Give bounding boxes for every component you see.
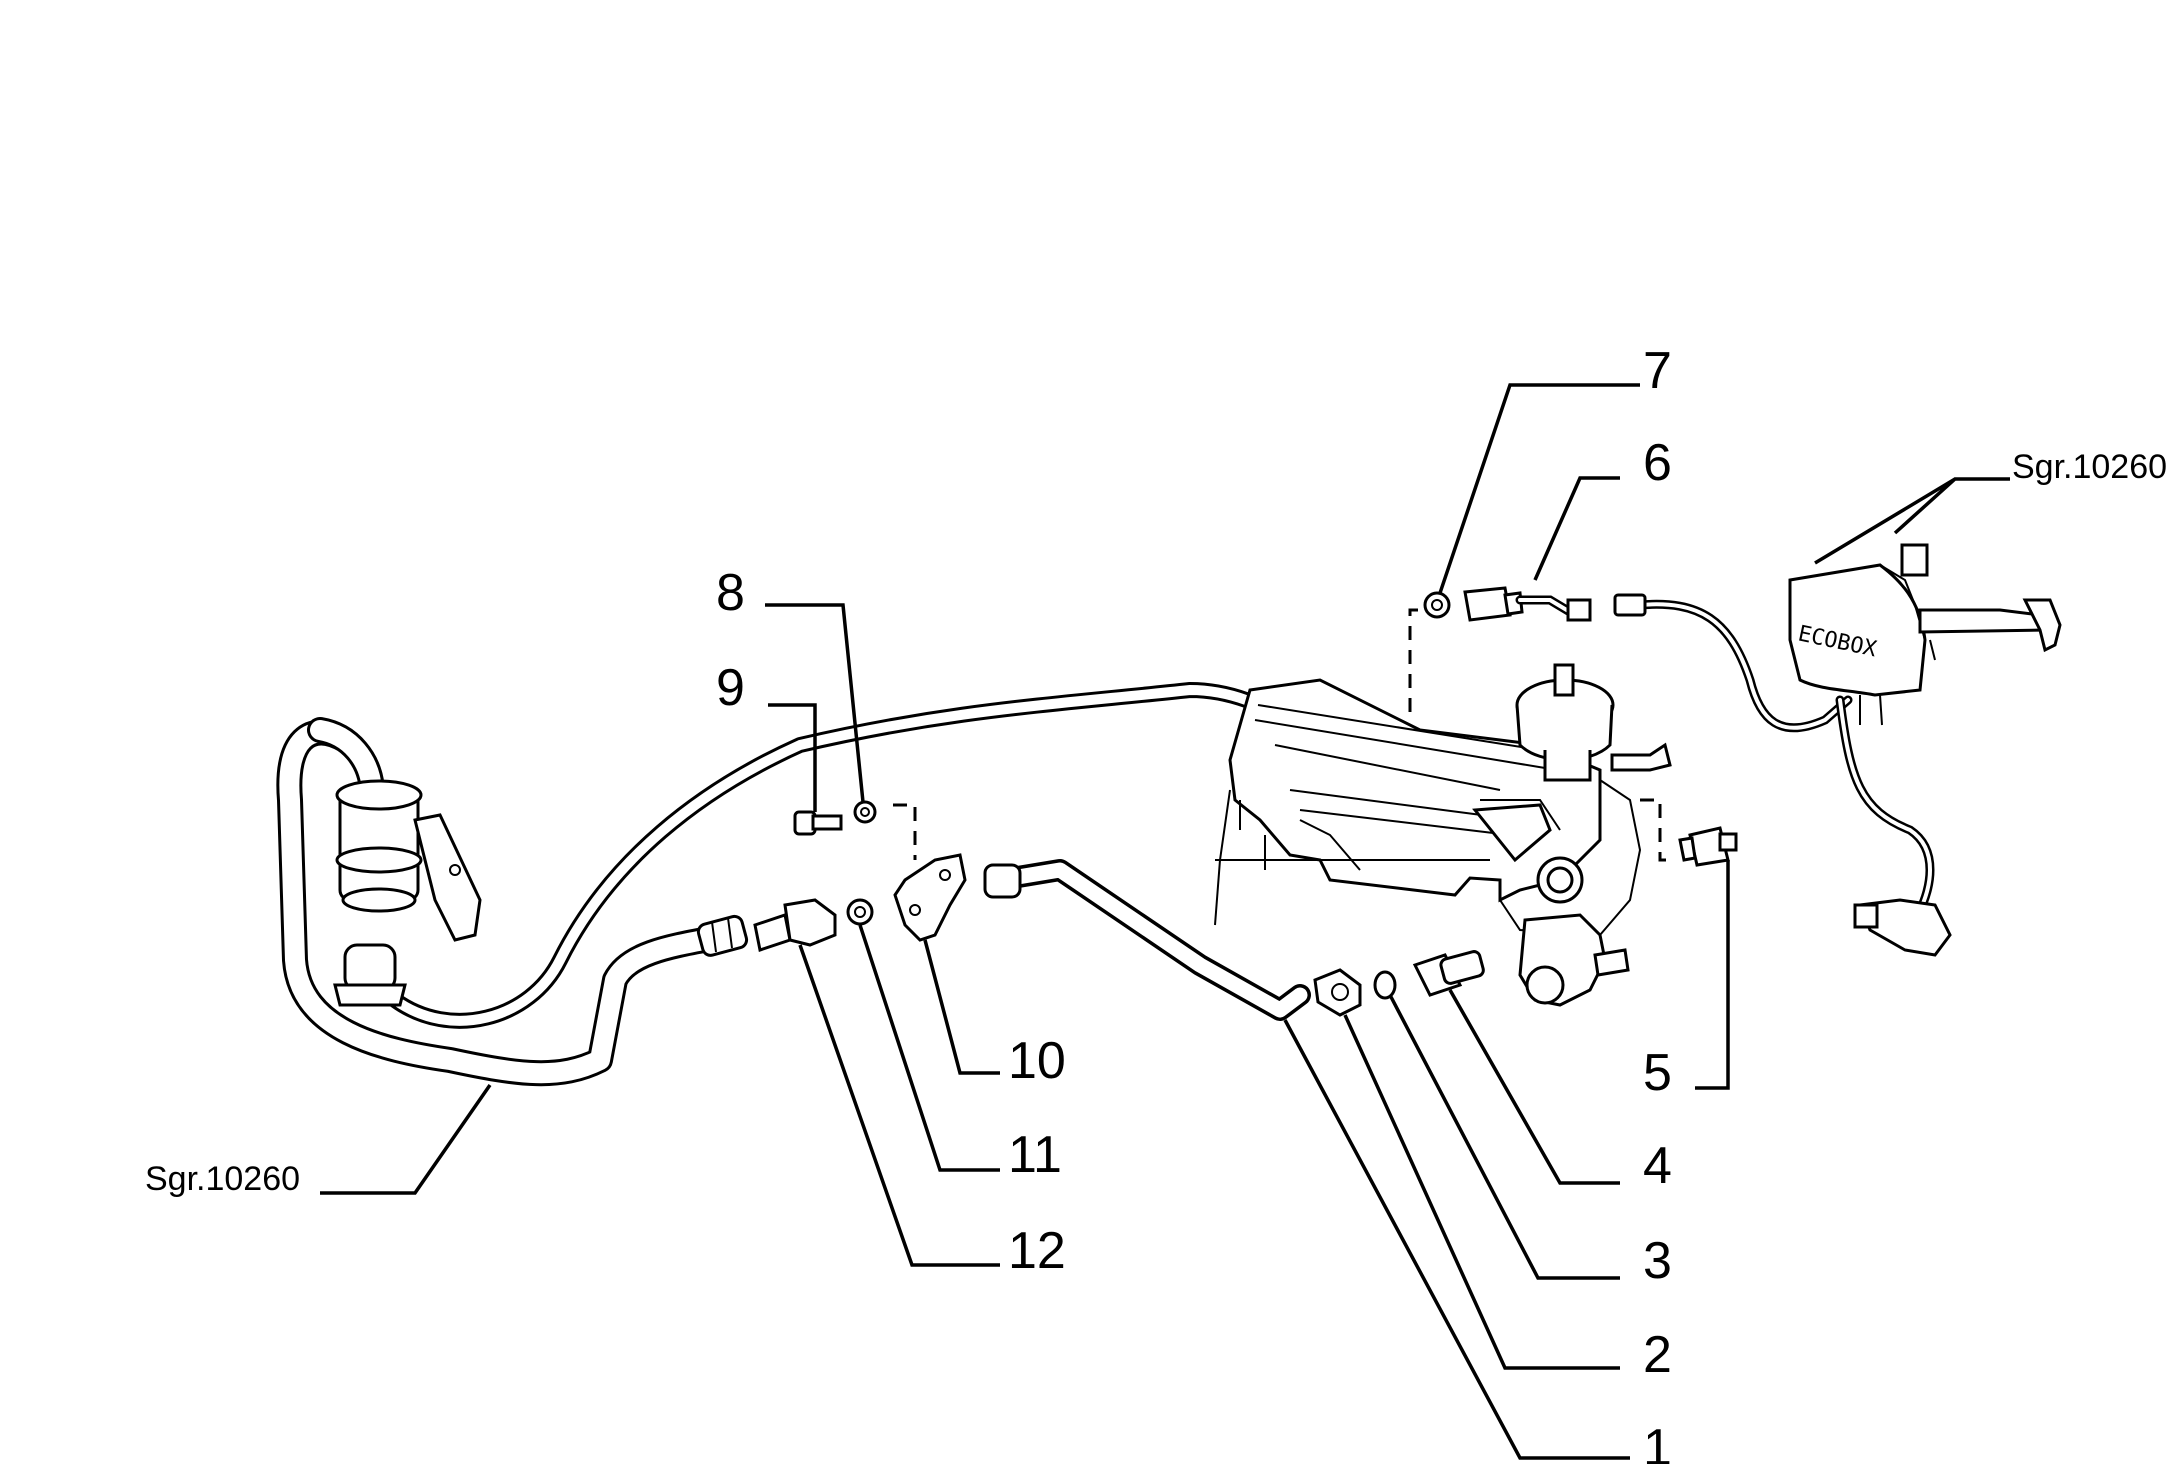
part-11-washer [846, 898, 874, 926]
part-10-bracket [893, 853, 967, 942]
callout-6: 6 [1643, 434, 1672, 492]
part-6-sensor [1463, 586, 1592, 622]
callout-1: 1 [1643, 1419, 1672, 1464]
callout-11: 11 [1008, 1126, 1062, 1184]
part-3-oring [1373, 970, 1397, 1000]
part-2-nut [1313, 968, 1362, 1017]
callout-5: 5 [1643, 1044, 1672, 1102]
ref-sgr-right: Sgr.10260 [2012, 448, 2167, 486]
part-8-washer [853, 800, 877, 824]
canister-hose-assembly [276, 717, 749, 1087]
callout-9: 9 [716, 659, 745, 717]
assembly-lines [893, 608, 1675, 862]
tee-connector [343, 943, 397, 992]
callout-3: 3 [1643, 1232, 1672, 1290]
ecobox-module: ECOBOX [1613, 543, 2062, 957]
callout-2: 2 [1643, 1326, 1672, 1384]
ecobox-housing [1788, 563, 1927, 697]
callout-7: 7 [1643, 342, 1672, 400]
canister-bracket [413, 813, 482, 942]
part-9-bolt [793, 810, 843, 836]
part-7-washer [1423, 591, 1451, 619]
part-12-union [753, 898, 837, 952]
callouts: 1 2 3 4 5 6 7 8 9 10 11 12 [716, 342, 1672, 1464]
callout-12: 12 [1008, 1222, 1066, 1280]
intake-manifold [1214, 663, 1672, 1007]
callout-10: 10 [1008, 1032, 1066, 1090]
part-4-fitting [1412, 950, 1485, 997]
part-1-pipe [983, 859, 1311, 1021]
part-5-sensor [1678, 826, 1738, 867]
leader-lines [320, 383, 2010, 1460]
vapour-pipe [387, 682, 1478, 1029]
ref-sgr-left: Sgr.10260 [145, 1160, 300, 1198]
callout-4: 4 [1643, 1137, 1672, 1195]
callout-8: 8 [716, 564, 745, 622]
